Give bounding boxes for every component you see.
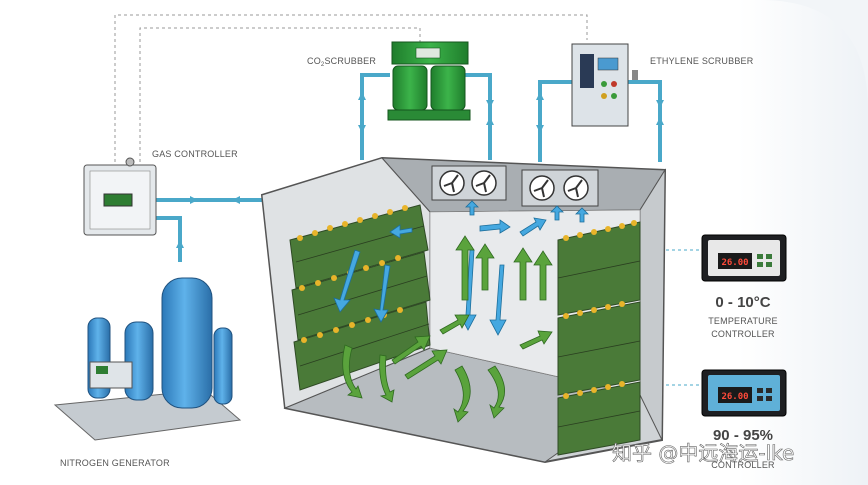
crate-stack-left xyxy=(289,204,431,391)
humidity-range: 90 - 95% xyxy=(713,427,773,444)
control-line xyxy=(114,14,588,168)
evaporator-fan-unit xyxy=(431,165,507,201)
evaporator-fan-unit xyxy=(521,169,599,207)
control-line xyxy=(139,27,421,168)
gas-controller xyxy=(83,157,157,236)
warm-air-arrows xyxy=(342,235,553,423)
temperature-controller xyxy=(701,234,787,282)
pipe-flow-arrows xyxy=(176,92,664,248)
crate-stack-right xyxy=(557,220,641,456)
temperature-controller-label-1: TEMPERATURE xyxy=(708,316,778,326)
watermark: 知乎 @中远海运-lke xyxy=(612,441,794,465)
co2-scrubber-label: CO2SCRUBBER xyxy=(307,56,376,68)
temperature-controller-label-2: CONTROLLER xyxy=(711,329,775,339)
humidity-display: 26.00 xyxy=(721,392,748,402)
ethylene-scrubber-label: ETHYLENE SCRUBBER xyxy=(650,56,754,66)
temperature-range: 0 - 10°C xyxy=(715,294,770,311)
nitrogen-generator xyxy=(53,277,242,441)
co2-scrubber xyxy=(387,41,471,121)
nitrogen-generator-label: NITROGEN GENERATOR xyxy=(60,458,170,468)
ethylene-scrubber xyxy=(571,43,638,127)
temperature-display: 26.00 xyxy=(721,258,748,268)
humidity-controller-label-2: CONTROLLER xyxy=(711,460,775,470)
gas-controller-label: GAS CONTROLLER xyxy=(152,149,238,159)
humidity-controller xyxy=(701,369,787,417)
signal-lines xyxy=(660,249,705,386)
